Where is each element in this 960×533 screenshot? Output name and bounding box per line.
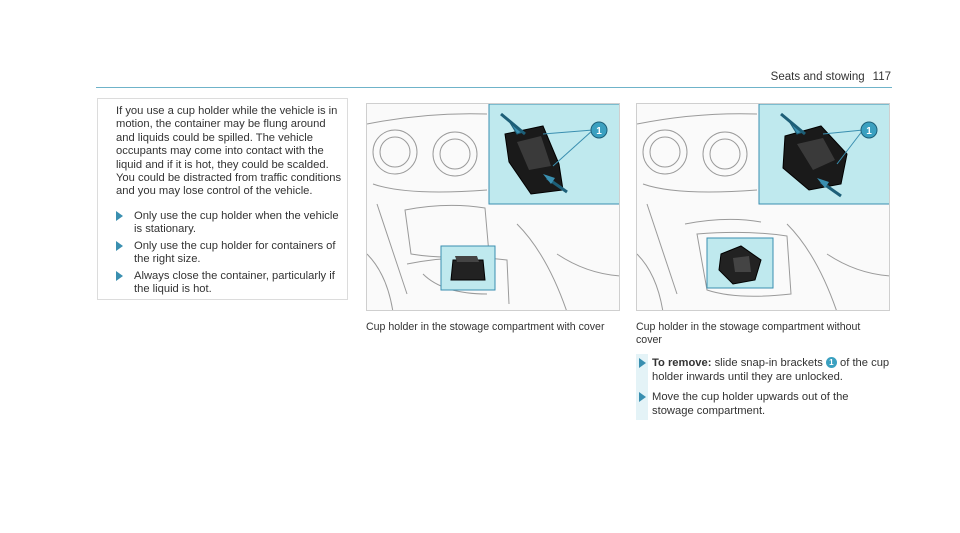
warning-paragraph: If you use a cup holder while the vehicl… [116, 105, 342, 198]
callout-number: 1 [596, 126, 602, 137]
callout-number: 1 [866, 126, 872, 137]
figure-cup-holder-with-cover: 1 [366, 103, 620, 311]
arrow-icon [116, 211, 123, 221]
instruction-step: Move the cup holder upwards out of the s… [639, 391, 892, 418]
arrow-icon [116, 241, 123, 251]
warning-box: If you use a cup holder while the vehicl… [97, 98, 348, 300]
callout-number-badge: 1 [825, 357, 837, 368]
arrow-icon [639, 392, 646, 402]
instruction-step: To remove: slide snap-in brackets 1 of t… [639, 357, 892, 384]
illustration-console-without-cover: 1 [637, 104, 889, 310]
illustration-console-with-cover: 1 [367, 104, 619, 310]
warning-bullet: Only use the cup holder when the vehicle… [116, 210, 344, 237]
header-divider [96, 87, 892, 88]
arrow-icon [116, 271, 123, 281]
page-number: 117 [872, 71, 891, 83]
arrow-icon [639, 358, 646, 368]
running-header: Seats and stowing 117 [771, 71, 891, 83]
figure-caption: Cup holder in the stowage compartment wi… [366, 321, 605, 333]
instruction-margin-bar [636, 354, 648, 420]
warning-bullet: Only use the cup holder for containers o… [116, 240, 344, 267]
section-title: Seats and stowing [770, 71, 865, 83]
figure-cup-holder-without-cover: 1 [636, 103, 890, 311]
figure-caption: Cup holder in the stowage compartment wi… [636, 321, 861, 346]
warning-bullet: Always close the container, particularly… [116, 270, 344, 297]
